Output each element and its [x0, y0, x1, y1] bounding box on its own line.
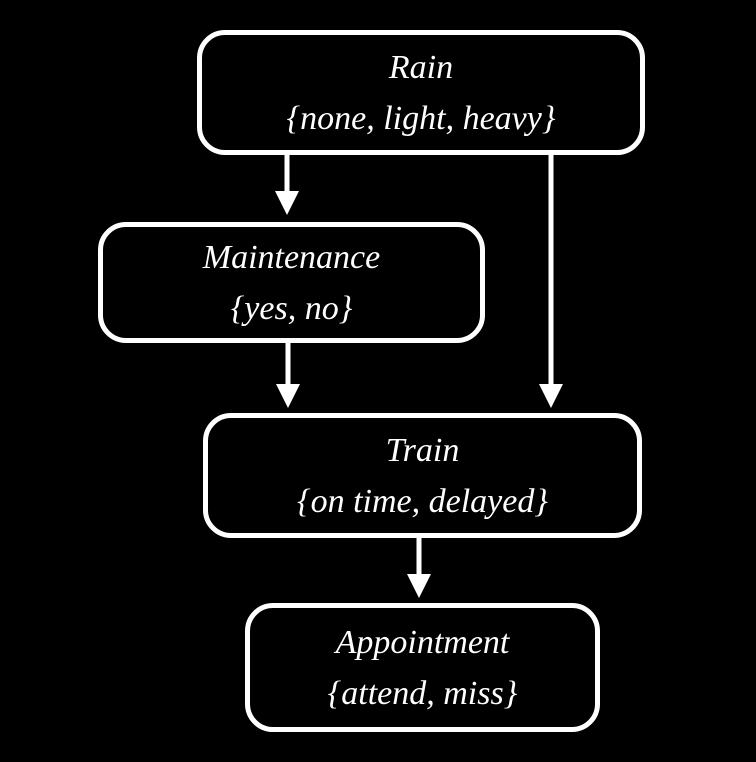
- node-maintenance-label: Maintenance: [202, 238, 381, 276]
- node-rain-values: {none, light, heavy}: [286, 99, 556, 137]
- node-train: Train {on time, delayed}: [203, 413, 642, 538]
- node-appointment-label: Appointment: [335, 623, 510, 661]
- edge-maintenance-to-train-arrow: [276, 343, 300, 408]
- node-rain-label: Rain: [388, 48, 454, 86]
- edge-train-to-appointment-arrow: [407, 538, 431, 598]
- edge-rain-to-maintenance-arrow: [275, 155, 299, 215]
- node-appointment: Appointment {attend, miss}: [245, 603, 600, 732]
- node-train-values: {on time, delayed}: [297, 482, 548, 520]
- node-maintenance-values: {yes, no}: [230, 289, 353, 327]
- edge-rain-to-train-arrow: [539, 155, 563, 408]
- node-appointment-values: {attend, miss}: [327, 674, 518, 712]
- node-train-label: Train: [385, 431, 460, 469]
- node-rain: Rain {none, light, heavy}: [197, 30, 645, 155]
- node-maintenance: Maintenance {yes, no}: [98, 222, 485, 343]
